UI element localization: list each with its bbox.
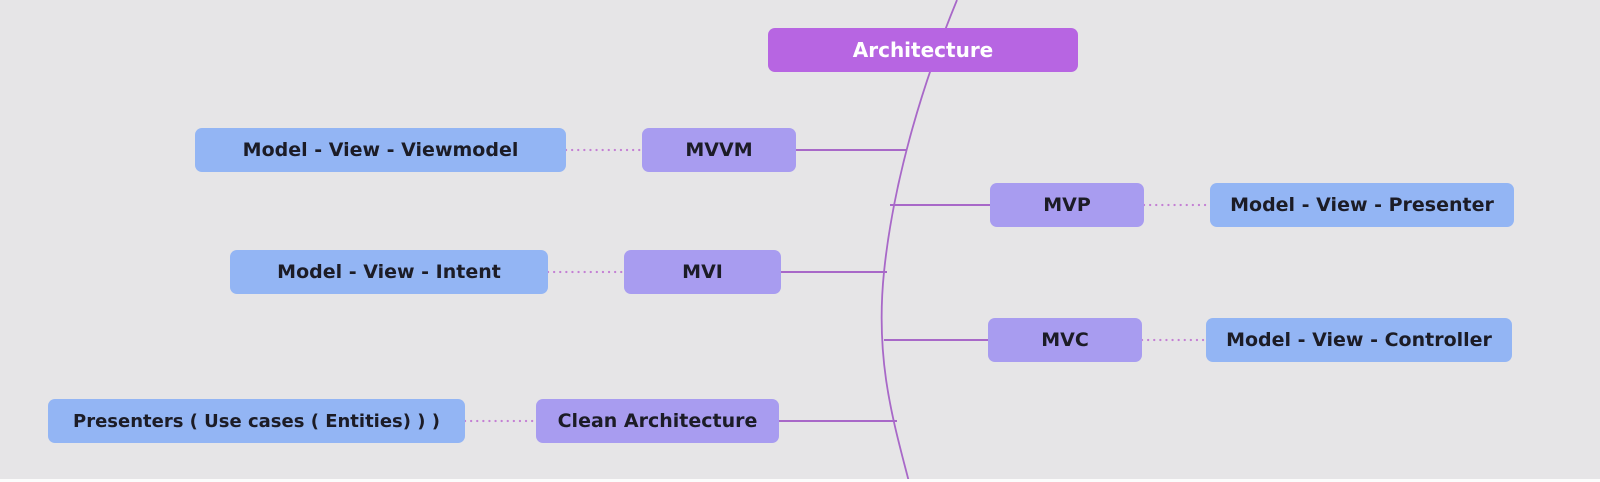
node-model-view-intent[interactable]: Model - View - Intent	[230, 250, 548, 294]
node-mvc[interactable]: MVC	[988, 318, 1142, 362]
node-presenters-use-cases-entities[interactable]: Presenters ( Use cases ( Entities) ) )	[48, 399, 465, 443]
node-mvi[interactable]: MVI	[624, 250, 781, 294]
node-model-view-presenter[interactable]: Model - View - Presenter	[1210, 183, 1514, 227]
trunk-curve	[880, 0, 958, 482]
node-mvvm[interactable]: MVVM	[642, 128, 796, 172]
canvas-bottom-edge	[0, 479, 1600, 482]
node-model-view-viewmodel[interactable]: Model - View - Viewmodel	[195, 128, 566, 172]
node-clean-architecture[interactable]: Clean Architecture	[536, 399, 779, 443]
node-architecture[interactable]: Architecture	[768, 28, 1078, 72]
node-model-view-controller[interactable]: Model - View - Controller	[1206, 318, 1512, 362]
node-mvp[interactable]: MVP	[990, 183, 1144, 227]
